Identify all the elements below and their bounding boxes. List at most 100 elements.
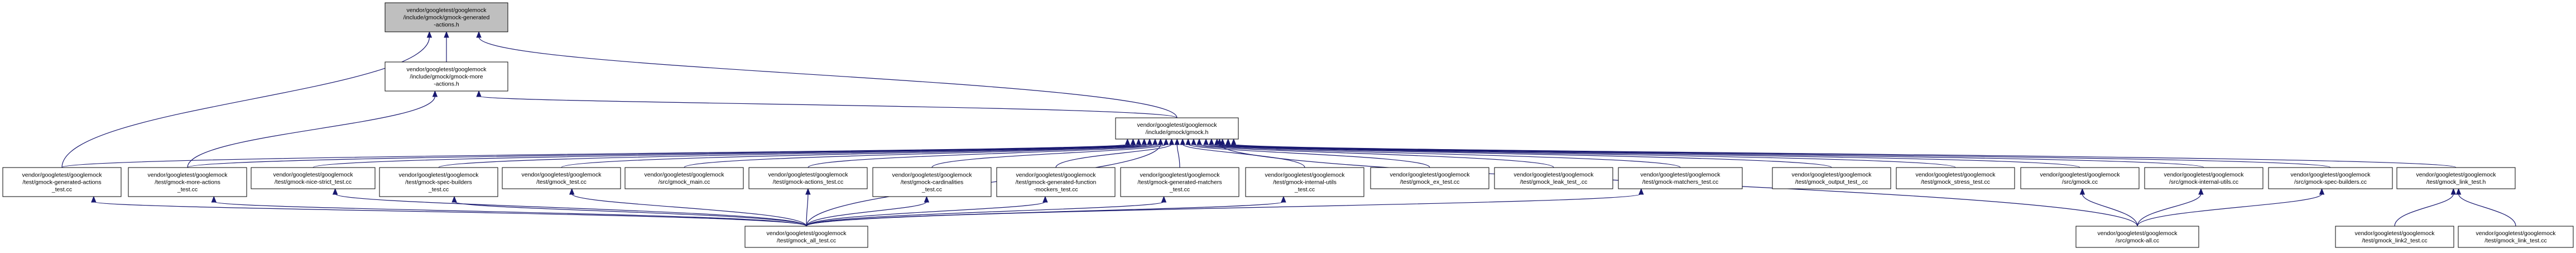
edge-gmock-output-test-to-gmock-h <box>1205 144 1832 168</box>
node-label-line: -mockers_test.cc <box>1034 187 1078 193</box>
node-gmock-generated-matchers-test[interactable]: vendor/googletest/googlemock/test/gmock-… <box>1120 167 1239 197</box>
arrowhead-gmock-spec-builders-test-to-gmock-h <box>1141 138 1147 145</box>
node-box-gmock-matchers-test[interactable] <box>1618 167 1743 189</box>
node-gmock-link2-test[interactable]: vendor/googletest/googlemock/test/gmock_… <box>2335 226 2454 248</box>
arrowhead-gmock-all-test-to-gmock-test <box>569 188 575 195</box>
node-label-line: /test/gmock_all_test.cc <box>777 237 836 244</box>
edge-gmock-link-test-cc-to-gmock-link-test-h <box>2458 193 2516 227</box>
node-box-gmock-more-actions-test[interactable] <box>128 167 247 197</box>
node-gmock-h[interactable]: vendor/googletest/googlemock/include/gmo… <box>1115 117 1239 140</box>
node-box-gmock-nice-strict-test[interactable] <box>251 167 376 189</box>
node-label-line: /test/gmock-actions_test.cc <box>773 179 844 185</box>
edge-gmock-stress-test-to-gmock-h <box>1211 144 1956 168</box>
node-gmock-spec-builders-test[interactable]: vendor/googletest/googlemock/test/gmock-… <box>379 167 498 197</box>
arrowhead-gmock-link2-test-to-gmock-link-test-h <box>2450 188 2457 195</box>
arrowhead-gmock-h-to-gmock-more-actions-h <box>476 90 482 97</box>
arrowhead-gmock-all-test-to-gmock-spec-builders-test <box>451 195 457 203</box>
arrowhead-gmock-all-test-to-gmock-cardinalities-test <box>924 195 930 203</box>
node-label-line: _test.cc <box>51 187 72 193</box>
node-label-line: /test/gmock_ex_test.cc <box>1400 179 1460 185</box>
node-label-line: vendor/googletest/googlemock <box>1390 171 1470 178</box>
node-label-line: vendor/googletest/googlemock <box>406 66 487 73</box>
node-gmock-link-test-cc[interactable]: vendor/googletest/googlemock/test/gmock_… <box>2458 226 2574 248</box>
node-box-gmock-link2-test[interactable] <box>2335 226 2454 248</box>
arrowhead-gmock-main-to-gmock-h <box>1152 138 1158 145</box>
node-label-line: /test/gmock-spec-builders <box>405 179 472 186</box>
arrowhead-gmock-all-test-to-gmock-generated-matchers-test <box>1161 195 1167 203</box>
edge-gmock-more-actions-test-to-gmock-more-actions-h <box>187 96 436 168</box>
node-src-gmock-spec-builders[interactable]: vendor/googletest/googlemock/src/gmock-s… <box>2268 167 2393 189</box>
node-label-line: vendor/googletest/googlemock <box>2354 230 2435 237</box>
node-label-line: /src/gmock-spec-builders.cc <box>2294 179 2367 185</box>
node-src-gmock-cc[interactable]: vendor/googletest/googlemock/src/gmock.c… <box>2020 167 2140 189</box>
node-box-gmock-h[interactable] <box>1115 117 1239 140</box>
node-gmock-leak-test[interactable]: vendor/googletest/googlemock/test/gmock_… <box>1494 167 1613 189</box>
node-box-gmock-link-test-h[interactable] <box>2396 167 2516 189</box>
node-box-gmock-leak-test[interactable] <box>1494 167 1613 189</box>
node-box-gmock-spec-builders-test[interactable] <box>379 167 498 197</box>
edge-gmock-all-cc-to-src-gmock-spec-builders <box>2137 193 2323 227</box>
edge-gmock-spec-builders-test-to-gmock-h <box>438 144 1145 168</box>
node-box-gmock-generated-actions-test[interactable] <box>2 167 122 197</box>
node-box-gmock-generated-matchers-test[interactable] <box>1120 167 1239 197</box>
arrowhead-gmock-link-test-h-to-gmock-h <box>1231 138 1237 145</box>
node-gmock-internal-utils-test[interactable]: vendor/googletest/googlemock/test/gmock-… <box>1245 167 1364 197</box>
node-box-gmock-stress-test[interactable] <box>1896 167 2015 189</box>
node-gmock-matchers-test[interactable]: vendor/googletest/googlemock/test/gmock-… <box>1618 167 1743 189</box>
arrowhead-gmock-generated-actions-test-to-gmock-generated-actions-h <box>426 31 432 38</box>
node-box-gmock-all-test[interactable] <box>744 226 868 248</box>
node-gmock-more-actions-test[interactable]: vendor/googletest/googlemock/test/gmock-… <box>128 167 247 197</box>
arrowhead-gmock-nice-strict-test-to-gmock-h <box>1136 138 1142 145</box>
node-label-line: /test/gmock_test.cc <box>536 179 587 185</box>
node-box-gmock-cardinalities-test[interactable] <box>872 167 992 197</box>
node-label-line: vendor/googletest/googlemock <box>1016 172 1096 179</box>
edge-gmock-nice-strict-test-to-gmock-h <box>313 144 1139 168</box>
node-gmock-generated-function-mockers-test[interactable]: vendor/googletest/googlemock/test/gmock-… <box>996 167 1116 197</box>
edge-gmock-internal-utils-test-to-gmock-h <box>1182 144 1305 168</box>
node-box-src-gmock-spec-builders[interactable] <box>2268 167 2393 189</box>
node-box-gmock-all-cc[interactable] <box>2075 226 2199 248</box>
node-label-line: vendor/googletest/googlemock <box>644 171 724 178</box>
edge-gmock-all-test-to-gmock-spec-builders-test <box>454 201 807 227</box>
node-gmock-all-cc[interactable]: vendor/googletest/googlemock/src/gmock-a… <box>2075 226 2199 248</box>
node-box-src-gmock-internal-utils[interactable] <box>2144 167 2263 189</box>
node-box-gmock-output-test[interactable] <box>1772 167 1891 189</box>
node-gmock-output-test[interactable]: vendor/googletest/googlemock/test/gmock_… <box>1772 167 1891 189</box>
node-label-line: /test/gmock-generated-actions <box>22 179 101 186</box>
node-label-line: _test.cc <box>1294 187 1315 193</box>
node-box-gmock-actions-test[interactable] <box>748 167 868 189</box>
node-src-gmock-internal-utils[interactable]: vendor/googletest/googlemock/src/gmock-i… <box>2144 167 2263 189</box>
node-box-src-gmock-cc[interactable] <box>2020 167 2140 189</box>
node-label-line: /test/gmock_link_test.cc <box>2484 237 2546 244</box>
node-gmock-link-test-h[interactable]: vendor/googletest/googlemock/test/gmock_… <box>2396 167 2516 189</box>
node-gmock-nice-strict-test[interactable]: vendor/googletest/googlemock/test/gmock-… <box>251 167 376 189</box>
node-gmock-test[interactable]: vendor/googletest/googlemock/test/gmock_… <box>502 167 621 189</box>
node-gmock-ex-test[interactable]: vendor/googletest/googlemock/test/gmock_… <box>1370 167 1489 189</box>
node-box-gmock-link-test-cc[interactable] <box>2458 226 2574 248</box>
node-gmock-cardinalities-test[interactable]: vendor/googletest/googlemock/test/gmock-… <box>872 167 992 197</box>
node-gmock-generated-actions-test[interactable]: vendor/googletest/googlemock/test/gmock-… <box>2 167 122 197</box>
node-gmock-main[interactable]: vendor/googletest/googlemock/src/gmock_m… <box>624 167 744 189</box>
edge-gmock-h-to-gmock-more-actions-h <box>478 96 1178 118</box>
node-gmock-actions-test[interactable]: vendor/googletest/googlemock/test/gmock-… <box>748 167 868 189</box>
node-gmock-stress-test[interactable]: vendor/googletest/googlemock/test/gmock_… <box>1896 167 2015 189</box>
node-box-gmock-internal-utils-test[interactable] <box>1245 167 1364 197</box>
arrowhead-gmock-all-test-to-gmock-nice-strict-test <box>332 188 338 195</box>
arrowhead-gmock-all-test-to-gmock-internal-utils-test <box>1281 195 1286 203</box>
edge-src-gmock-internal-utils-to-gmock-h <box>1222 144 2204 168</box>
node-box-gmock-more-actions-h[interactable] <box>385 61 508 92</box>
node-box-gmock-generated-function-mockers-test[interactable] <box>996 167 1116 197</box>
node-gmock-all-test[interactable]: vendor/googletest/googlemock/test/gmock_… <box>744 226 868 248</box>
node-label-line: /test/gmock-more-actions <box>155 179 220 186</box>
arrowhead-gmock-all-test-to-gmock-actions-test <box>805 188 811 195</box>
node-label-line: /include/gmock/gmock-generated <box>403 15 490 21</box>
node-label-line: vendor/googletest/googlemock <box>1140 172 1220 179</box>
arrowhead-src-gmock-spec-builders-to-gmock-h <box>1225 138 1231 145</box>
arrowhead-gmock-all-cc-to-src-gmock-spec-builders <box>2319 188 2325 195</box>
node-box-gmock-generated-actions-h <box>385 2 508 32</box>
node-box-gmock-ex-test[interactable] <box>1370 167 1489 189</box>
node-gmock-more-actions-h[interactable]: vendor/googletest/googlemock/include/gmo… <box>385 61 508 92</box>
node-box-gmock-main[interactable] <box>624 167 744 189</box>
node-box-gmock-test[interactable] <box>502 167 621 189</box>
edge-gmock-all-test-to-gmock-nice-strict-test <box>334 193 807 227</box>
